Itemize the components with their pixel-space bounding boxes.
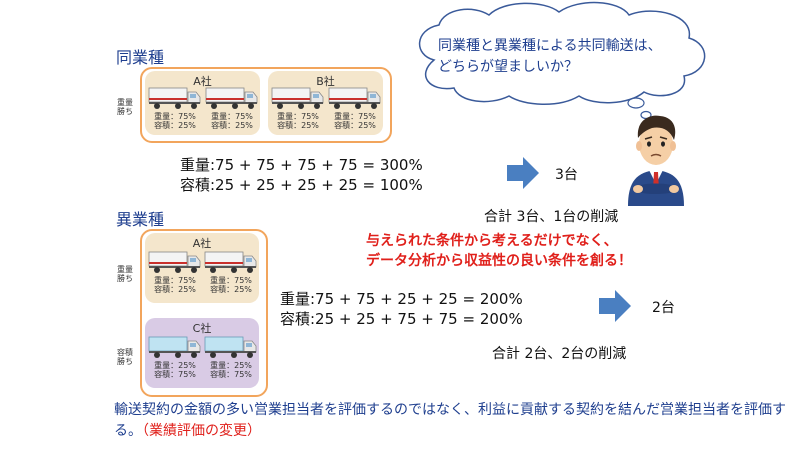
different-formula-weight: 重量:75 + 75 + 25 + 25 = 200% <box>280 290 523 308</box>
red-stripe-truck-icon <box>328 87 381 109</box>
arrow-right-icon <box>507 157 539 189</box>
company-a-side-label: 重量 勝ち <box>117 265 133 283</box>
truck: 重量：75% 容積：25% <box>271 84 325 130</box>
red-stripe-truck-icon <box>204 251 257 273</box>
company-name: C社 <box>192 322 212 335</box>
thought-cloud <box>418 1 706 127</box>
truck-spec: 重量：75% 容積：25% <box>334 112 376 130</box>
arrow-right-icon <box>599 290 631 322</box>
same-formula-volume: 容積:25 + 25 + 25 + 25 = 100% <box>180 176 423 194</box>
truck-spec: 重量：75% 容積：25% <box>154 112 196 130</box>
truck: 重量：75% 容積：25% <box>148 248 202 294</box>
different-industry-title: 異業種 <box>116 210 165 229</box>
different-summary: 合計 2台、2台の削減 <box>492 346 627 362</box>
company-a-box: A社 重量：75% 容積：25% 重量：75% 容積：25% <box>145 71 260 135</box>
truck: 重量：75% 容積：25% <box>328 84 382 130</box>
company-c-box: C社 重量：25% 容積：75% 重量：25% 容積：75% <box>145 318 259 388</box>
callout-text: 与えられた条件から考えるだけでなく、 データ分析から収益性の良い条件を創る！ <box>366 233 632 269</box>
company-a-box: A社 重量：75% 容積：25% 重量：75% 容積：25% <box>145 233 259 303</box>
red-stripe-truck-icon <box>148 251 201 273</box>
truck: 重量：25% 容積：75% <box>148 333 202 379</box>
company-name: B社 <box>316 75 335 88</box>
different-result: 2台 <box>652 300 675 316</box>
truck: 重量：75% 容積：25% <box>205 84 259 130</box>
footer-note: 輸送契約の金額の多い営業担当者を評価するのではなく、利益に貢献する契約を結んだ営… <box>114 400 800 442</box>
truck-spec: 重量：75% 容積：25% <box>277 112 319 130</box>
company-name: A社 <box>192 237 212 250</box>
same-summary: 合計 3台、1台の削減 <box>484 209 619 225</box>
company-c-side-label: 容積 勝ち <box>117 348 133 366</box>
question-text: 同業種と異業種による共同輸送は、 どちらが望ましいか？ <box>438 38 662 75</box>
same-formula-weight: 重量:75 + 75 + 75 + 75 = 300% <box>180 156 423 174</box>
truck-spec: 重量：25% 容積：75% <box>210 361 252 379</box>
truck: 重量：25% 容積：75% <box>204 333 258 379</box>
company-b-box: B社 重量：75% 容積：25% 重量：75% 容積：25% <box>268 71 383 135</box>
truck-spec: 重量：75% 容積：25% <box>154 276 196 294</box>
same-result: 3台 <box>555 167 578 183</box>
blue-box-truck-icon <box>204 336 257 358</box>
truck: 重量：75% 容積：25% <box>204 248 258 294</box>
truck-spec: 重量：75% 容積：25% <box>211 112 253 130</box>
same-industry-side-label: 重量 勝ち <box>117 98 133 116</box>
footer-highlight-text: （業績評価の変更） <box>142 423 261 439</box>
company-name: A社 <box>193 75 212 88</box>
truck-spec: 重量：75% 容積：25% <box>210 276 252 294</box>
truck-spec: 重量：25% 容積：75% <box>154 361 196 379</box>
truck: 重量：75% 容積：25% <box>148 84 202 130</box>
same-industry-title: 同業種 <box>116 48 165 67</box>
footer-main-text: 輸送契約の金額の多い営業担当者を評価するのではなく、利益に貢献する契約を結んだ営… <box>114 402 786 439</box>
blue-box-truck-icon <box>148 336 201 358</box>
different-formula-volume: 容積:25 + 25 + 75 + 75 = 200% <box>280 310 523 328</box>
red-stripe-truck-icon <box>271 87 324 109</box>
red-stripe-truck-icon <box>148 87 201 109</box>
thinking-businessman-icon <box>628 115 684 206</box>
red-stripe-truck-icon <box>205 87 258 109</box>
